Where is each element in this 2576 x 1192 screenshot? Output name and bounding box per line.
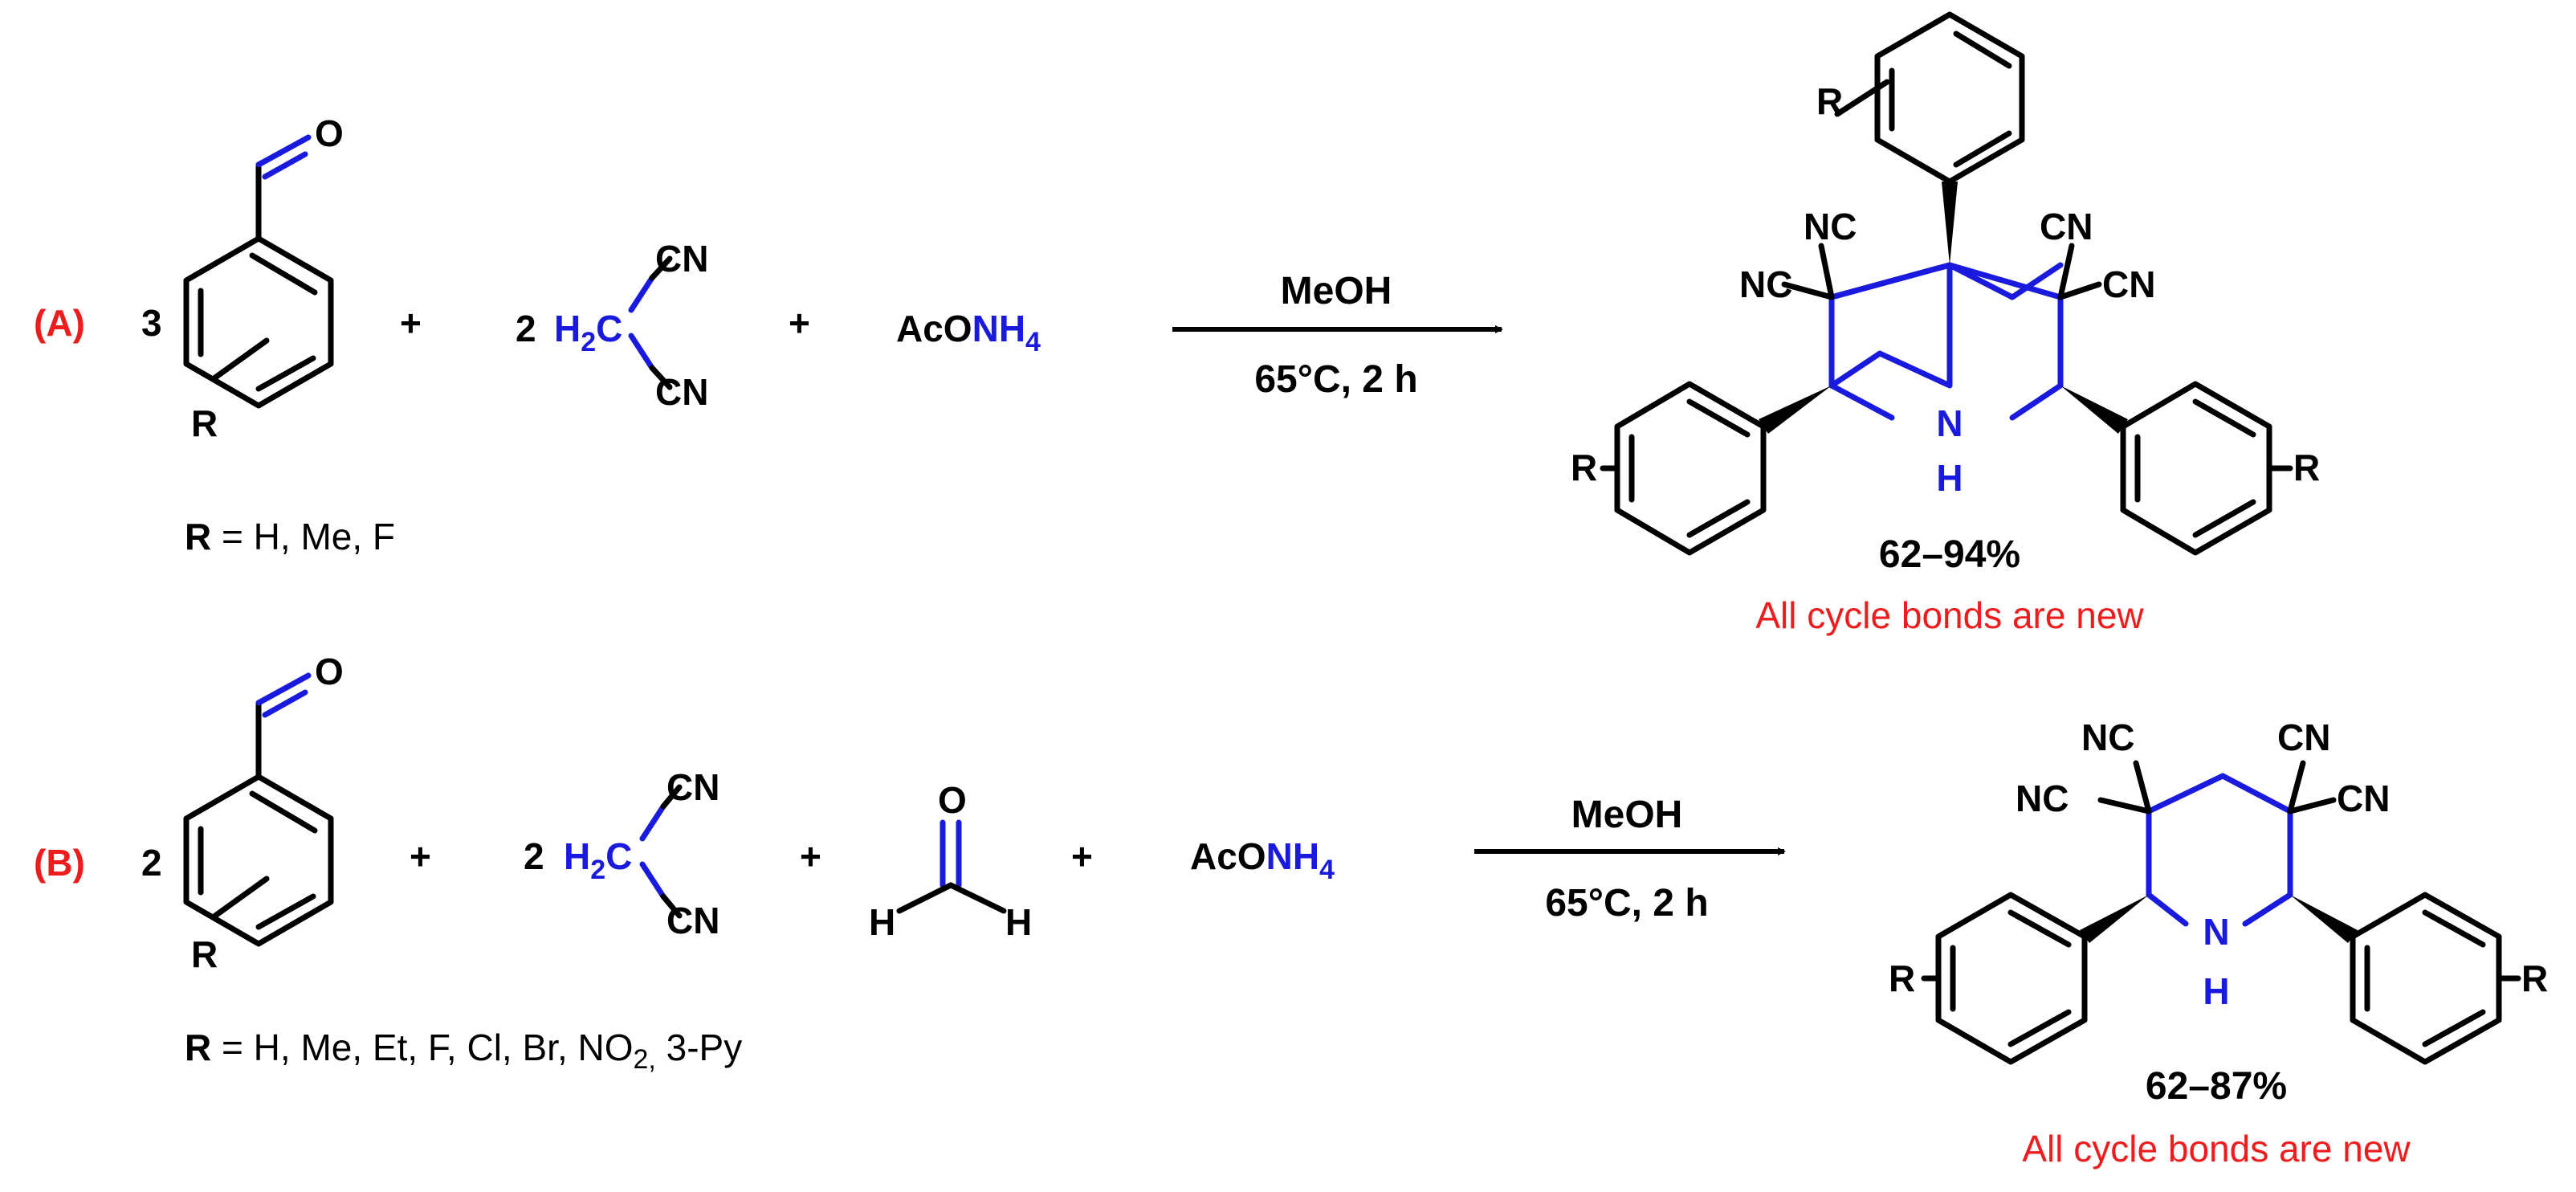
- scheme-b-aldehyde-coefficient: 2: [141, 842, 162, 884]
- scheme-a-methylene: H2C: [554, 308, 622, 357]
- scheme-a-product: N H NC NC CN CN R: [1571, 11, 2320, 556]
- scheme-a-plus-2: +: [789, 302, 810, 344]
- scheme-a-cyano-left-upper: NC: [1804, 206, 1857, 247]
- scheme-b-plus-2: +: [800, 835, 821, 877]
- scheme-a: (A) 3 O R + 2 H2C CN CN + AcONH: [34, 11, 2320, 636]
- scheme-b-cyano-left-upper: NC: [2081, 716, 2134, 758]
- scheme-b-left-phenyl-r: R: [1889, 957, 1915, 999]
- scheme-b: (B) 2 O R + 2 H2C CN CN +: [34, 651, 2548, 1170]
- scheme-a-left-phenyl-r: R: [1571, 447, 1597, 488]
- scheme-b-formaldehyde-oxygen: O: [938, 779, 967, 821]
- scheme-b-cyano-top: CN: [666, 766, 719, 808]
- scheme-b-cyano-bottom: CN: [666, 900, 719, 941]
- scheme-b-yield: 62–87%: [2146, 1065, 2287, 1108]
- scheme-b-ring-nitrogen: N: [2203, 911, 2229, 953]
- scheme-a-cyano-right-lower: CN: [2102, 263, 2155, 305]
- scheme-a-aldehyde-oxygen: O: [315, 112, 344, 154]
- scheme-a-benzaldehyde: O R: [183, 112, 344, 444]
- scheme-b-aldehyde-r: R: [191, 933, 218, 975]
- scheme-b-formaldehyde-hydrogen-right: H: [1005, 901, 1032, 943]
- scheme-a-plus-1: +: [400, 302, 422, 344]
- scheme-a-malononitrile: H2C CN CN: [554, 238, 708, 413]
- scheme-b-benzaldehyde: O R: [183, 651, 344, 975]
- scheme-b-plus-1: +: [410, 835, 431, 877]
- scheme-a-malononitrile-coefficient: 2: [516, 308, 536, 349]
- scheme-b-malononitrile: H2C CN CN: [564, 766, 719, 941]
- scheme-a-label: (A): [34, 302, 85, 344]
- scheme-a-cyano-left-lower: NC: [1739, 263, 1792, 305]
- scheme-b-cyano-right-upper: CN: [2277, 716, 2330, 758]
- scheme-a-aldehyde-r: R: [191, 402, 218, 444]
- scheme-a-aldehyde-coefficient: 3: [141, 302, 162, 344]
- scheme-a-ring-nitrogen: N: [1936, 402, 1963, 444]
- scheme-a-ring-nh-hydrogen: H: [1936, 457, 1963, 499]
- scheme-b-right-phenyl-r: R: [2521, 957, 2548, 999]
- scheme-b-formaldehyde: O H H: [869, 779, 1032, 943]
- scheme-a-right-phenyl-r: R: [2293, 447, 2320, 488]
- scheme-a-condition-temperature: 65°C, 2 h: [1254, 358, 1417, 401]
- scheme-a-cyano-right-upper: CN: [2040, 206, 2093, 247]
- scheme-b-methylene: H2C: [564, 835, 632, 885]
- scheme-b-r-definition: R = H, Me, Et, F, Cl, Br, NO2, 3-Py: [185, 1027, 742, 1075]
- scheme-a-r-definition: R = H, Me, F: [185, 516, 395, 557]
- scheme-b-note: All cycle bonds are new: [2022, 1128, 2411, 1170]
- scheme-a-cyano-bottom: CN: [655, 371, 708, 413]
- scheme-a-top-phenyl-r: R: [1816, 80, 1843, 122]
- scheme-b-aldehyde-oxygen: O: [315, 651, 344, 692]
- scheme-b-cyano-left-lower: NC: [2016, 778, 2069, 819]
- scheme-b-cyano-right-lower: CN: [2337, 778, 2390, 819]
- scheme-b-product: N H NC NC CN CN R: [1889, 716, 2548, 1065]
- scheme-b-ammonium-acetate: AcONH4: [1190, 835, 1335, 885]
- scheme-a-condition-solvent: MeOH: [1281, 270, 1392, 312]
- scheme-a-ammonium-acetate: AcONH4: [896, 308, 1041, 357]
- scheme-b-plus-3: +: [1071, 835, 1093, 877]
- scheme-b-malononitrile-coefficient: 2: [524, 835, 544, 877]
- scheme-b-formaldehyde-hydrogen-left: H: [869, 901, 895, 943]
- scheme-b-label: (B): [34, 842, 85, 884]
- scheme-a-cyano-top: CN: [655, 238, 708, 280]
- scheme-a-yield: 62–94%: [1879, 533, 2020, 576]
- scheme-b-condition-temperature: 65°C, 2 h: [1545, 882, 1708, 925]
- scheme-a-note: All cycle bonds are new: [1755, 594, 2144, 636]
- scheme-b-ring-nh-hydrogen: H: [2203, 970, 2229, 1012]
- scheme-b-condition-solvent: MeOH: [1571, 794, 1683, 836]
